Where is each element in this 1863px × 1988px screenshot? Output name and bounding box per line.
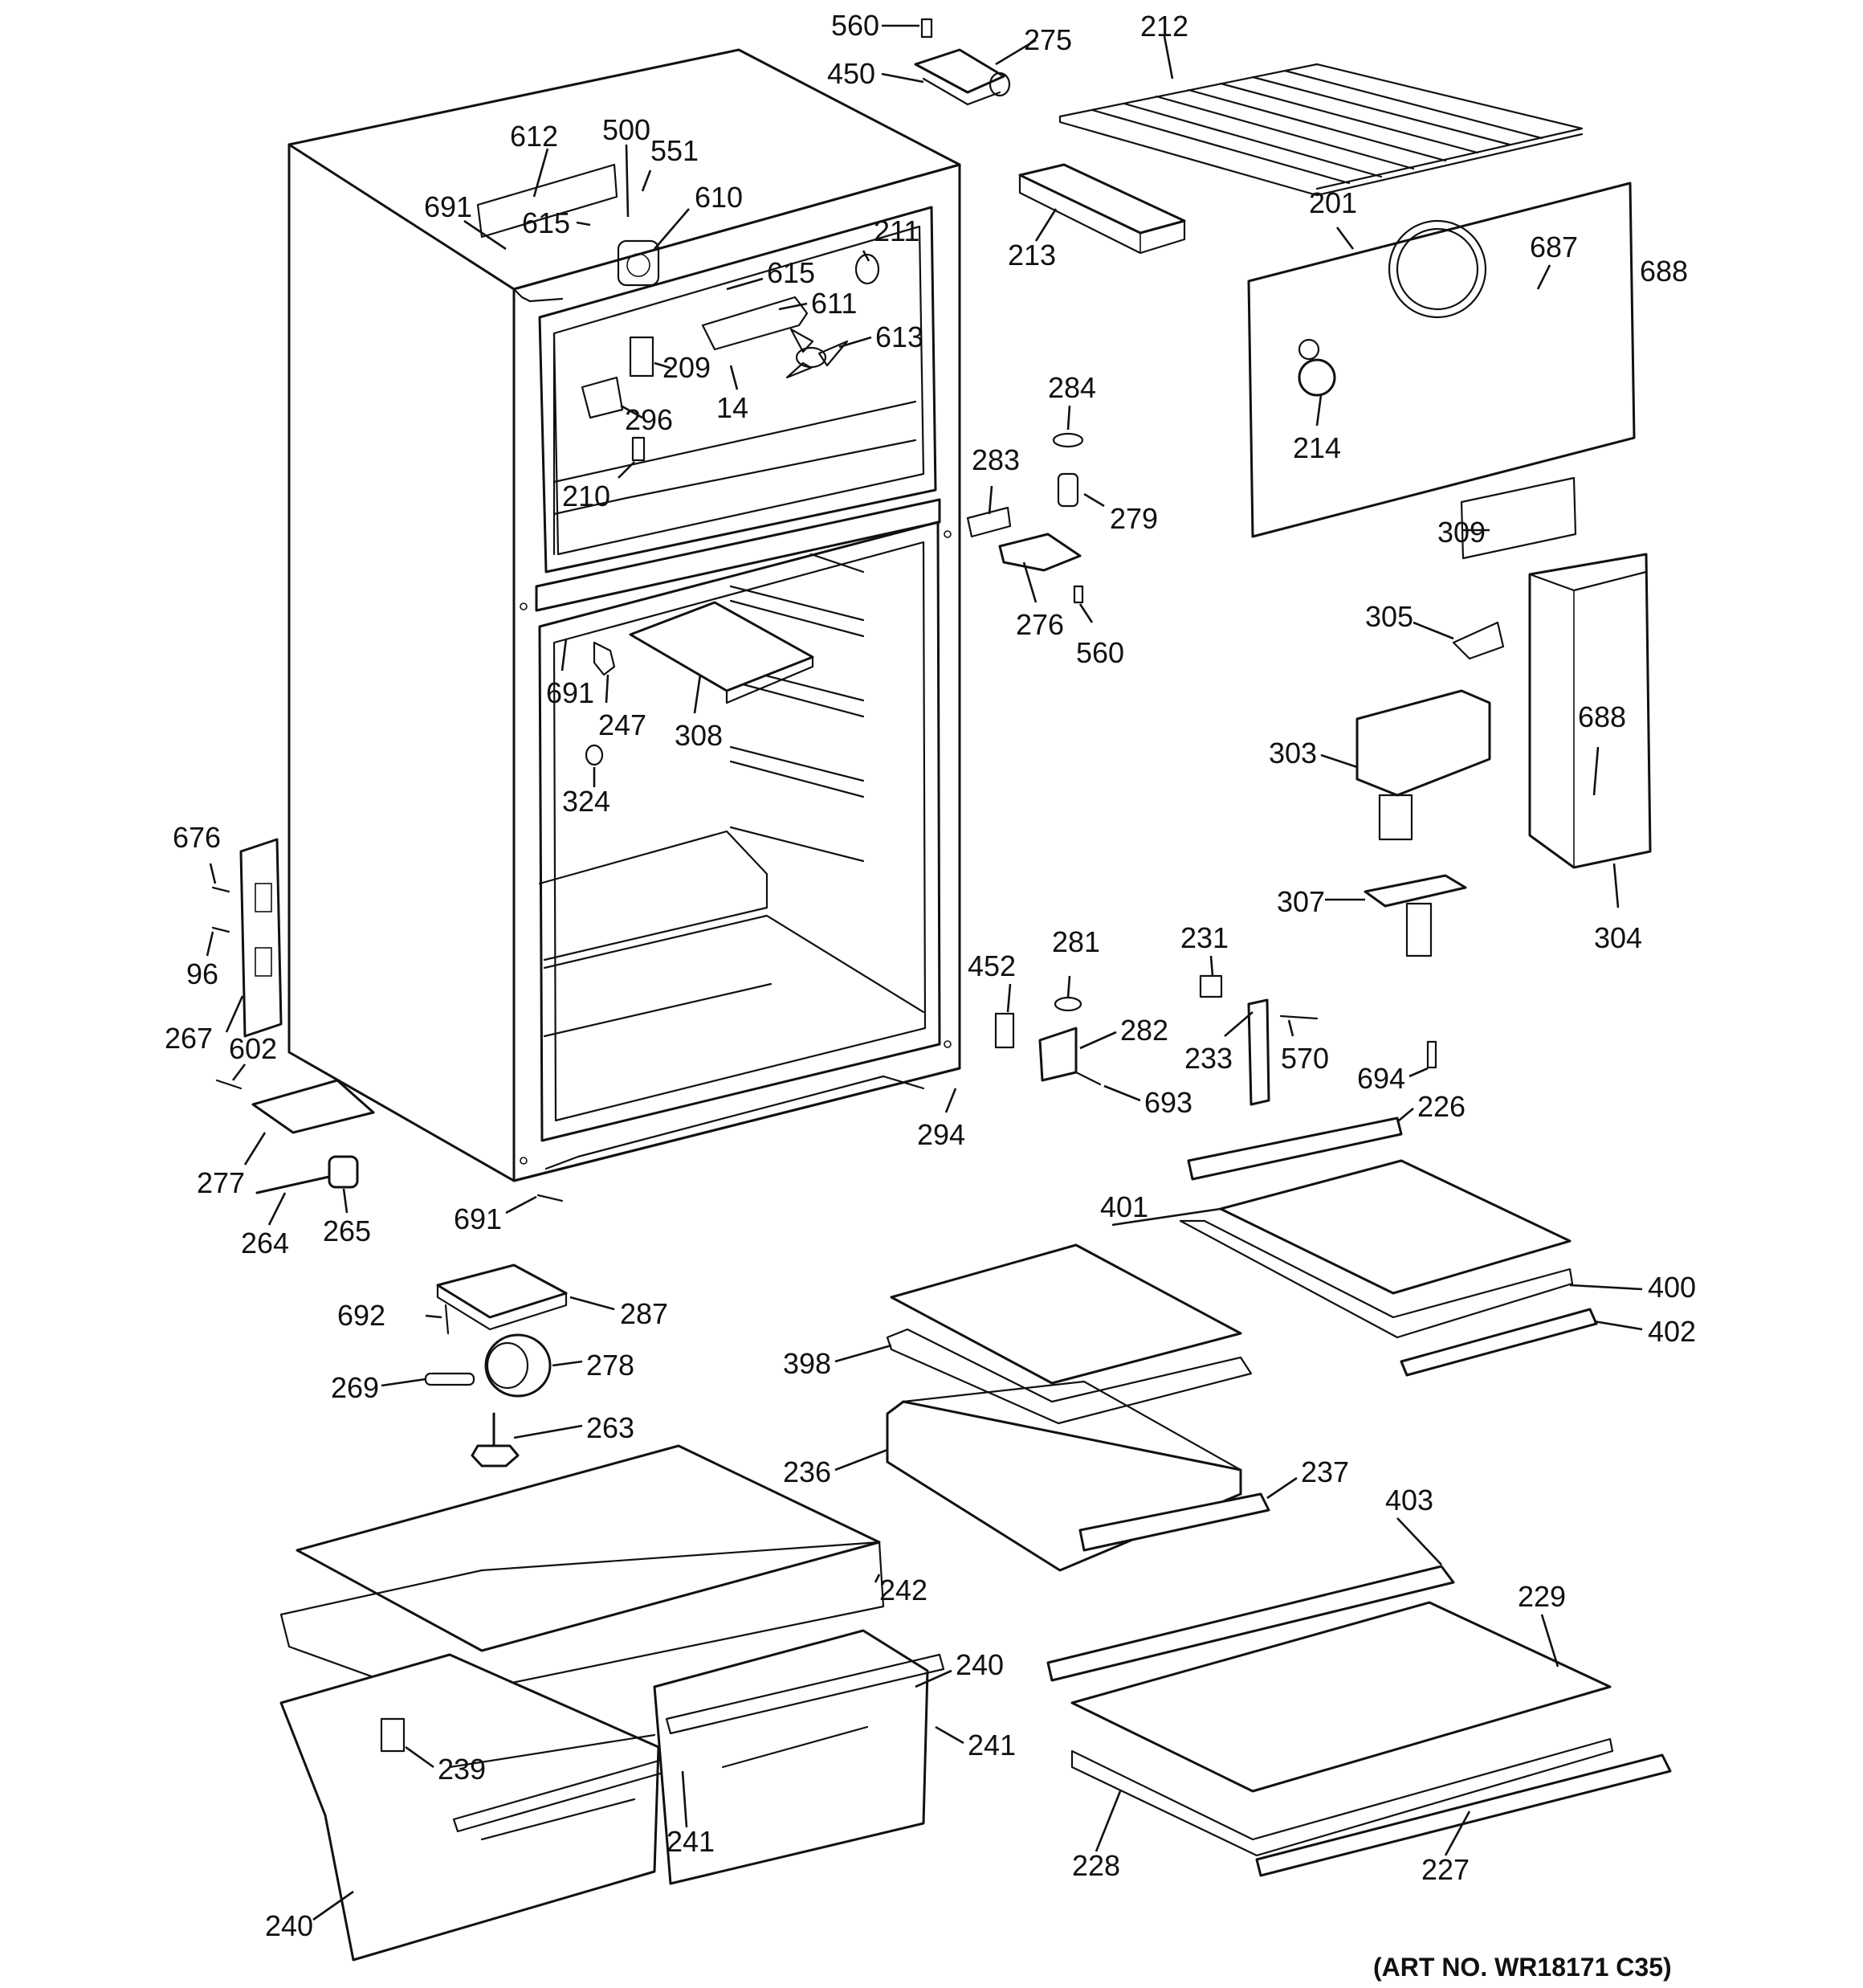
callout-691-mid: 691 (546, 676, 594, 709)
callout-688-mid: 688 (1578, 700, 1626, 733)
callout-209: 209 (662, 351, 711, 384)
callout-398: 398 (783, 1347, 831, 1380)
callout-570: 570 (1281, 1042, 1329, 1075)
callout-613: 613 (875, 320, 923, 353)
callout-278: 278 (586, 1349, 634, 1382)
callout-240-left: 240 (265, 1909, 313, 1942)
callout-247: 247 (598, 708, 646, 741)
callout-233: 233 (1184, 1042, 1233, 1075)
left-hardware (211, 838, 568, 1468)
callout-303: 303 (1269, 737, 1317, 769)
leader-lines (206, 24, 1643, 1921)
callout-264: 264 (241, 1227, 289, 1259)
callout-281: 281 (1052, 925, 1100, 958)
callout-691-bottom: 691 (454, 1202, 502, 1235)
callout-294: 294 (917, 1118, 965, 1151)
callout-287: 287 (620, 1297, 668, 1330)
callout-labels: 560 275 450 212 612 500 551 691 615 610 … (165, 9, 1696, 1982)
callout-401: 401 (1100, 1190, 1148, 1223)
callout-211: 211 (874, 214, 919, 247)
callout-263: 263 (586, 1411, 634, 1444)
callout-692: 692 (337, 1299, 385, 1332)
callout-213: 213 (1008, 239, 1056, 271)
callout-676: 676 (173, 821, 221, 854)
callout-296: 296 (625, 403, 673, 436)
art-number: (ART NO. WR18171 C35) (1373, 1953, 1672, 1982)
cabinet (287, 48, 961, 1182)
callout-226: 226 (1417, 1090, 1466, 1123)
callout-227: 227 (1421, 1853, 1470, 1886)
callout-96: 96 (186, 957, 218, 990)
callout-241-left: 241 (667, 1825, 715, 1858)
callout-560-mid: 560 (1076, 636, 1124, 669)
callout-612: 612 (510, 120, 558, 153)
callout-212: 212 (1140, 10, 1188, 43)
callout-14: 14 (716, 391, 748, 424)
callout-241-right: 241 (968, 1729, 1016, 1761)
callout-236: 236 (783, 1455, 831, 1488)
hinge-top (914, 18, 1584, 255)
callout-228: 228 (1072, 1849, 1120, 1882)
callout-210: 210 (562, 480, 610, 512)
callout-201: 201 (1309, 186, 1357, 219)
callout-610: 610 (695, 181, 743, 214)
callout-231: 231 (1180, 921, 1229, 954)
callout-500: 500 (602, 113, 650, 146)
callout-305: 305 (1365, 600, 1413, 633)
callout-693: 693 (1144, 1086, 1192, 1119)
callout-602: 602 (229, 1032, 277, 1065)
callout-283: 283 (972, 443, 1020, 476)
callout-615-mid: 615 (767, 256, 815, 289)
callout-267: 267 (165, 1022, 213, 1055)
callout-309: 309 (1437, 516, 1486, 549)
callout-275: 275 (1024, 23, 1072, 56)
callout-324: 324 (562, 785, 610, 818)
callout-307: 307 (1277, 885, 1325, 918)
callout-688-top: 688 (1640, 255, 1688, 288)
callout-239: 239 (438, 1753, 486, 1786)
callout-402: 402 (1648, 1315, 1696, 1348)
callout-694: 694 (1357, 1062, 1405, 1095)
callout-277: 277 (197, 1166, 245, 1199)
callout-240-right: 240 (956, 1648, 1004, 1681)
callout-551: 551 (650, 134, 699, 167)
evaporator-cover-group (966, 182, 1652, 1106)
callout-265: 265 (323, 1214, 371, 1247)
callout-276: 276 (1016, 608, 1064, 641)
callout-229: 229 (1518, 1580, 1566, 1613)
callout-304: 304 (1594, 921, 1642, 954)
callout-308: 308 (675, 719, 723, 752)
shelves-and-pans (279, 1116, 1672, 1961)
callout-691-top: 691 (424, 190, 472, 223)
callout-687: 687 (1530, 231, 1578, 263)
callout-403: 403 (1385, 1484, 1433, 1517)
freezer-components (476, 163, 880, 766)
callout-282: 282 (1120, 1014, 1168, 1047)
callout-279: 279 (1110, 502, 1158, 535)
callout-237: 237 (1301, 1455, 1349, 1488)
callout-611: 611 (811, 287, 857, 320)
callout-284: 284 (1048, 371, 1096, 404)
callout-450: 450 (827, 57, 875, 90)
callout-400: 400 (1648, 1271, 1696, 1304)
callout-214: 214 (1293, 431, 1341, 464)
callout-615-top: 615 (522, 206, 570, 239)
callout-560-top: 560 (831, 9, 879, 42)
callout-269: 269 (331, 1371, 379, 1404)
callout-242: 242 (879, 1574, 927, 1606)
callout-452: 452 (968, 949, 1016, 982)
